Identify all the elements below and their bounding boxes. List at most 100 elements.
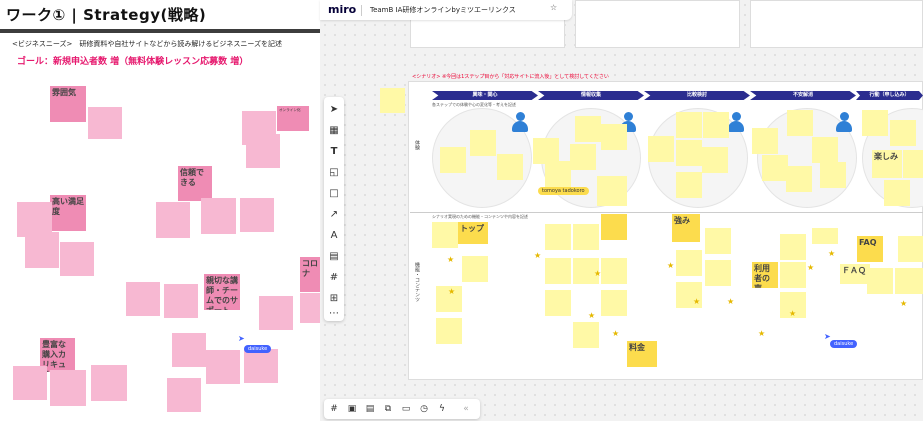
sticky-note[interactable] [786,166,812,192]
sticky-note[interactable] [895,268,923,294]
sticky-note[interactable] [676,282,702,308]
sticky-note[interactable] [533,138,559,164]
star-icon[interactable]: ☆ [550,3,558,12]
sticky-note[interactable] [702,147,728,173]
sticky-note-strength[interactable]: 強み [672,214,700,242]
sticky-note[interactable] [545,161,571,187]
board-frame-thumbnail[interactable] [575,0,740,48]
sticky-note[interactable] [545,290,571,316]
sticky-note[interactable] [259,296,293,330]
sticky-note[interactable] [762,155,788,181]
upload-icon[interactable]: ⊞ [329,292,339,304]
sticky-note[interactable] [676,172,702,198]
sticky-note-reliable[interactable]: 信頼できる [178,166,212,201]
sticky-note-high-satisfaction[interactable]: 高い満足度 [50,195,86,231]
sticky-note[interactable] [703,112,729,138]
text-icon[interactable]: T [330,145,338,157]
lightning-icon[interactable]: ϟ [439,404,445,414]
presentation-icon[interactable]: ▣ [347,404,357,414]
chat-icon[interactable]: ▤ [365,404,375,414]
frame-list-icon[interactable]: # [330,404,338,414]
sticky-note[interactable] [462,256,488,282]
sticky-note[interactable] [91,365,127,401]
sticky-note[interactable] [573,224,599,250]
sticky-note[interactable] [676,140,702,166]
sticky-note-faq-2[interactable]: ＦＡＱ [840,264,870,284]
comment-icon[interactable]: ▤ [329,250,339,262]
sticky-note[interactable] [300,293,320,323]
sticky-note[interactable] [126,282,160,316]
sticky-note-online[interactable]: オンライン化 [277,106,309,131]
sticky-note[interactable] [246,134,280,168]
sticky-note[interactable] [13,366,47,400]
sticky-note[interactable] [898,236,923,262]
sticky-note[interactable] [780,234,806,260]
sticky-note-corona[interactable]: コロナ [300,257,320,292]
sticky-note[interactable] [50,370,86,406]
sticky-note[interactable] [705,228,731,254]
sticky-note[interactable] [601,258,627,284]
sticky-note[interactable] [787,110,813,136]
sticky-note[interactable] [601,214,627,240]
more-icon[interactable]: ⋯ [329,307,339,319]
sticky-note[interactable] [780,292,806,318]
sticky-note[interactable] [380,88,405,113]
sticky-note-faq[interactable]: FAQ [857,236,883,262]
sticky-note[interactable] [470,130,496,156]
sticky-note[interactable] [17,202,52,237]
sticky-note[interactable] [206,350,240,384]
sticky-note[interactable] [436,286,462,312]
sticky-note-top[interactable]: トップ [458,222,488,244]
sticky-note[interactable] [240,198,274,232]
sticky-note-price[interactable]: 料金 [627,341,657,367]
sticky-note[interactable] [570,144,596,170]
sticky-note[interactable] [440,147,466,173]
screen-share-icon[interactable]: ⧉ [384,404,392,414]
pen-icon[interactable]: ↗ [329,208,339,220]
draw-icon[interactable]: A [330,229,338,241]
sticky-note[interactable] [820,162,846,188]
sticky-note[interactable] [436,318,462,344]
sticky-note[interactable] [890,120,916,146]
shape-icon[interactable]: □ [329,187,339,199]
sticky-note-fun[interactable]: 楽しみ [872,150,902,178]
collapse-icon[interactable]: « [463,404,469,414]
sticky-note[interactable] [432,222,458,248]
sticky-note-voices[interactable]: 利用者の声 [752,262,778,288]
sticky-note-atmosphere[interactable]: 雰囲気 [50,86,86,122]
sticky-note[interactable] [862,110,888,136]
sticky-note-rich-curriculum[interactable]: 豊富な購入カリキュラム [40,338,75,372]
sticky-note[interactable] [244,349,278,383]
sticky-note[interactable] [597,176,627,206]
sticky-note[interactable] [497,154,523,180]
frame-icon[interactable]: # [329,271,339,283]
sticky-note[interactable] [575,116,601,142]
sticky-note[interactable] [812,228,838,244]
sticky-note[interactable] [867,268,893,294]
template-icon[interactable]: ▦ [329,124,339,136]
sticky-note[interactable] [780,262,806,288]
miro-logo[interactable]: miro [328,3,357,16]
sticky-note[interactable] [676,112,702,138]
cursor-icon[interactable]: ➤ [329,103,339,115]
sticky-note[interactable] [903,150,923,178]
sticky-note-icon[interactable]: ◱ [329,166,339,178]
sticky-note-friendly-support[interactable]: 親切な講師・チームでのサポート [204,274,240,310]
board-frame-thumbnail[interactable] [750,0,923,48]
sticky-note[interactable] [25,232,59,268]
sticky-note[interactable] [164,284,198,318]
sticky-note[interactable] [156,202,190,238]
timer-icon[interactable]: ◷ [420,404,428,414]
sticky-note[interactable] [705,260,731,286]
sticky-note[interactable] [545,258,571,284]
sticky-note[interactable] [545,224,571,250]
sticky-note[interactable] [752,128,778,154]
sticky-note[interactable] [172,333,206,367]
sticky-note[interactable] [601,290,627,316]
sticky-note[interactable] [88,107,122,139]
sticky-note[interactable] [601,124,627,150]
sticky-note[interactable] [573,322,599,348]
sticky-note[interactable] [812,137,838,163]
sticky-note[interactable] [676,250,702,276]
board-title[interactable]: TeamB IA研修オンラインbyミツエーリンクス [370,6,516,14]
